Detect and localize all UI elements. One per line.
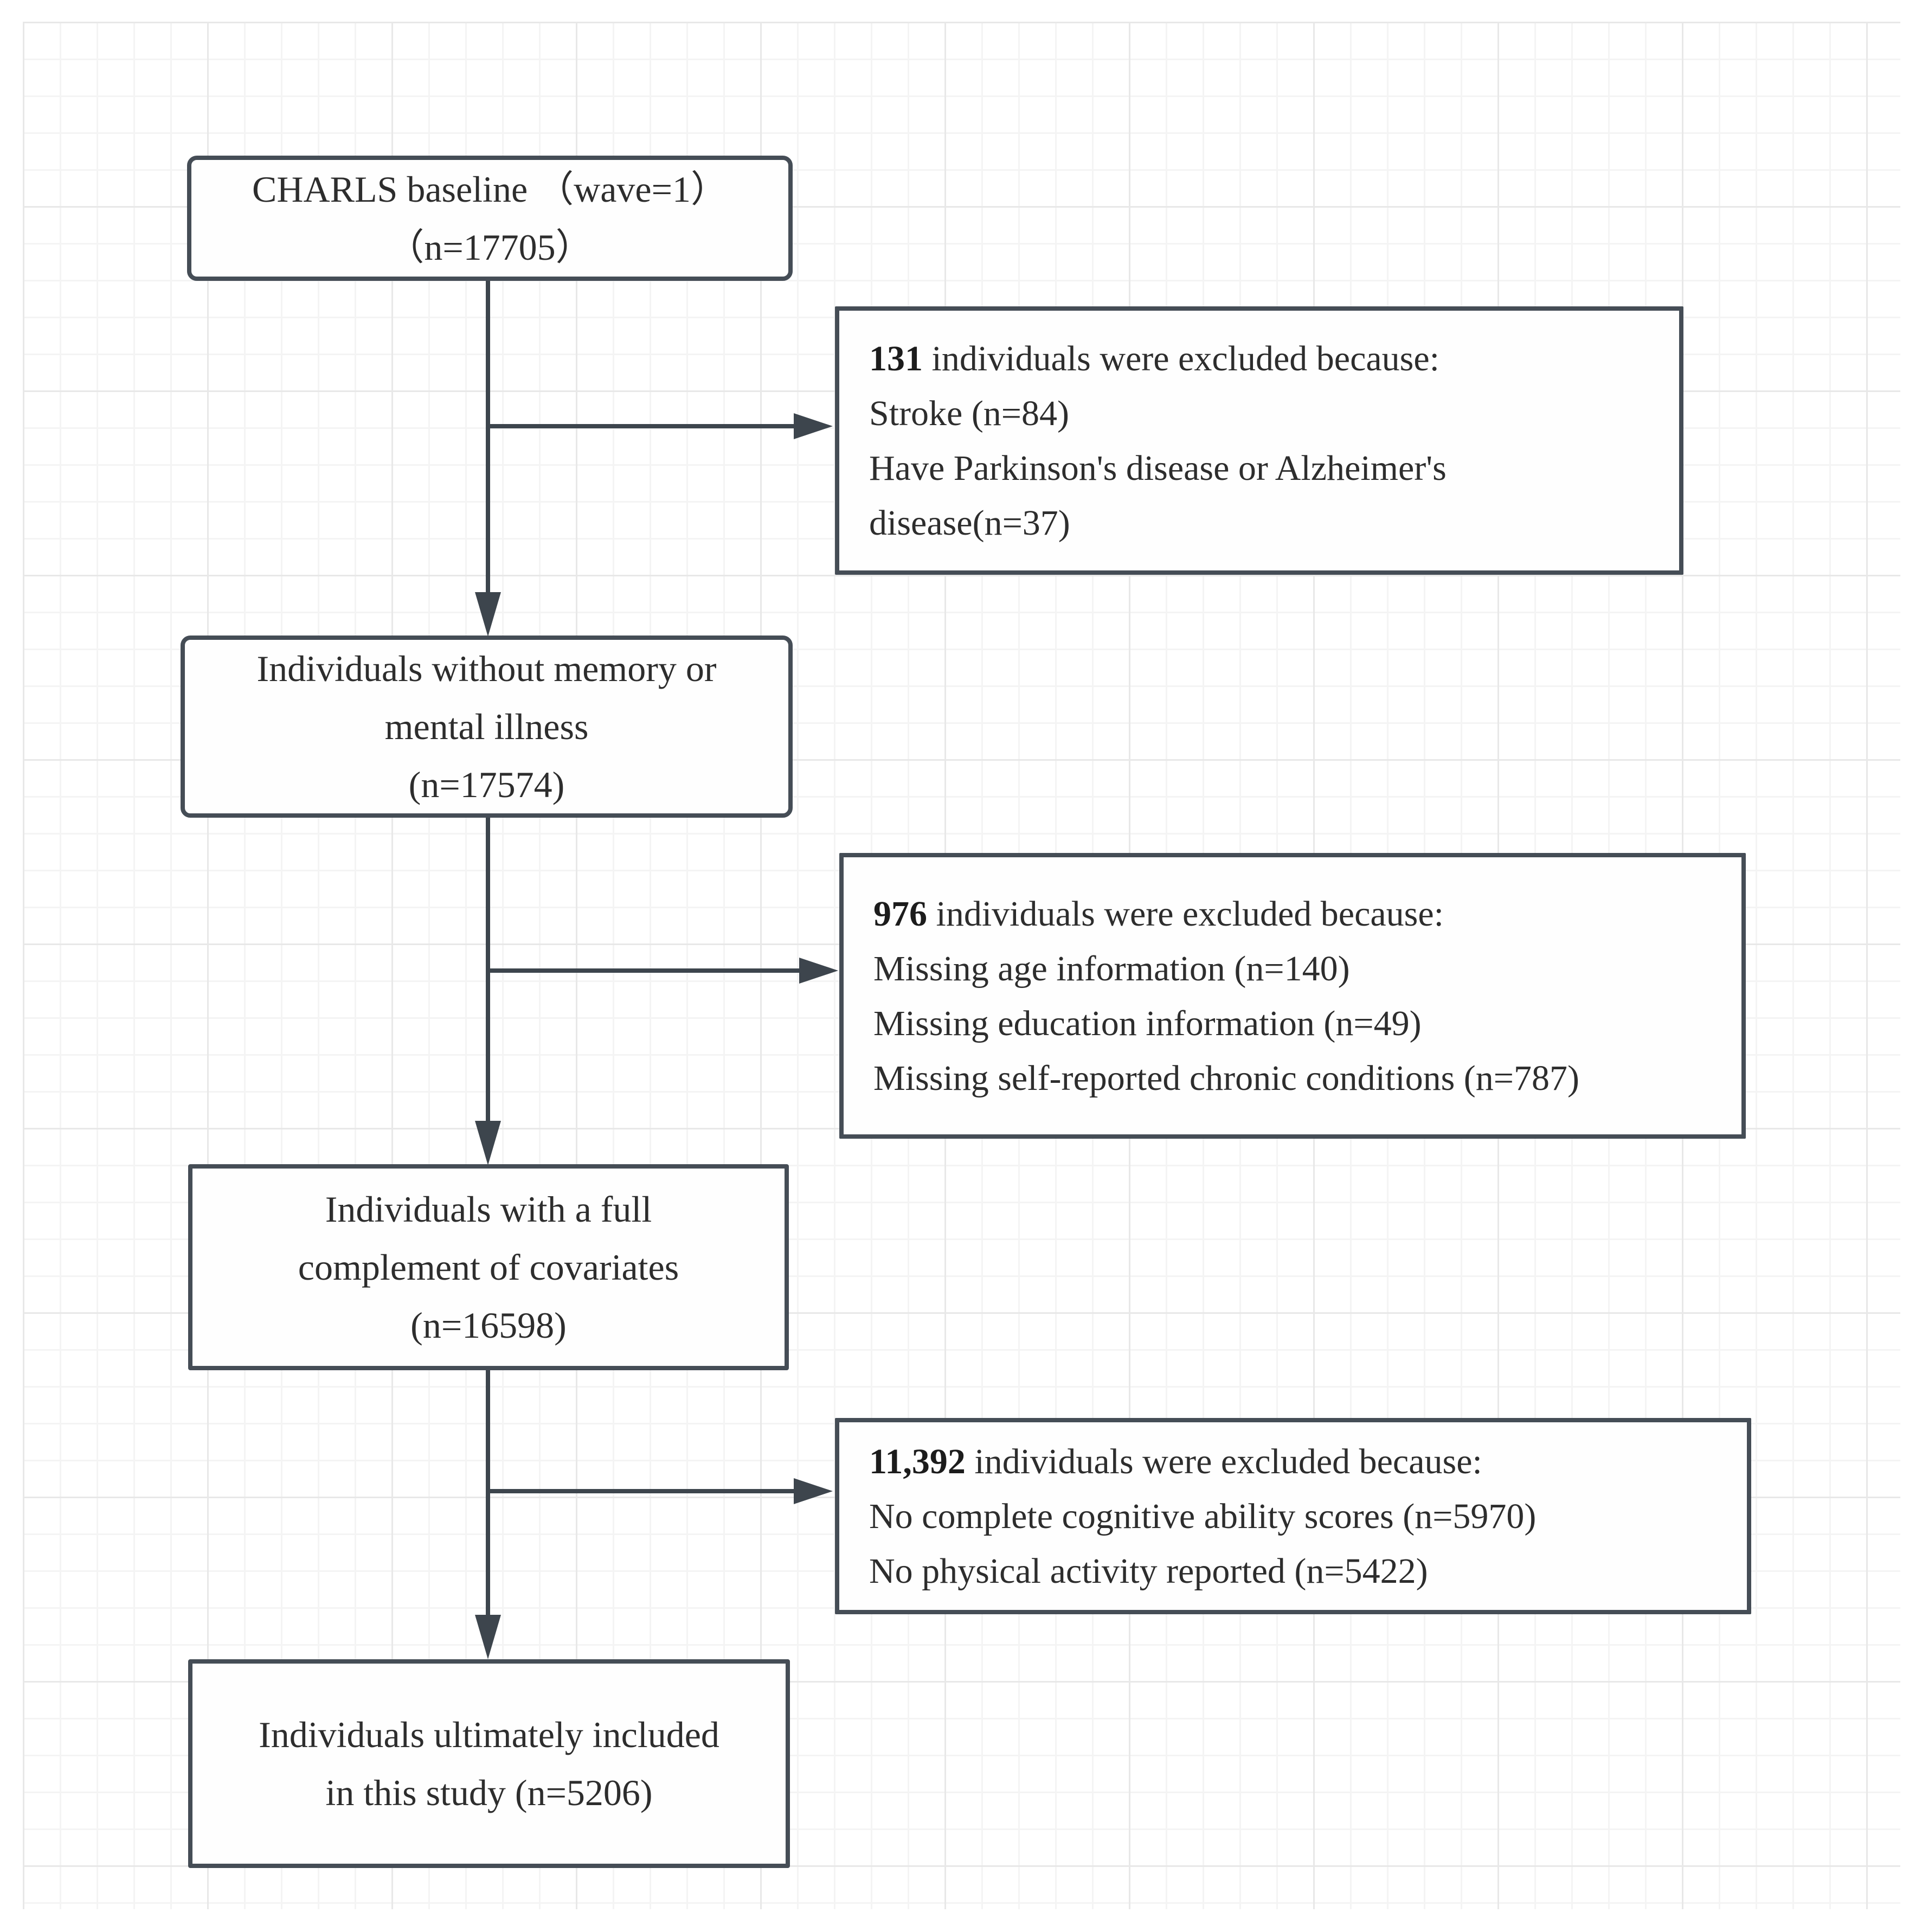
box-text-line: Individuals without memory or — [256, 647, 717, 689]
exclusion-box-1: 131 individuals were excluded because: S… — [835, 306, 1683, 575]
arrowhead-down-icon — [475, 1615, 501, 1659]
arrow-line — [488, 968, 800, 973]
exclusion-item: Missing self-reported chronic conditions… — [873, 1058, 1579, 1098]
box-text-line: in this study (n=5206) — [325, 1771, 653, 1813]
exclusion-item: Stroke (n=84) — [869, 393, 1069, 433]
box-text-line: CHARLS baseline （wave=1） — [252, 168, 728, 210]
exclusion-item: Missing education information (n=49) — [873, 1003, 1422, 1043]
box-text-line: (n=16598) — [410, 1304, 567, 1346]
exclusion-count: 976 — [873, 894, 927, 934]
exclusion-count: 131 — [869, 338, 923, 378]
exclusion-item: No complete cognitive ability scores (n=… — [869, 1496, 1537, 1536]
exclusion-box-3: 11,392 individuals were excluded because… — [835, 1418, 1751, 1614]
flow-box-no-memory-mental-illness: Individuals without memory or mental ill… — [181, 636, 793, 818]
arrowhead-right-icon — [799, 958, 838, 984]
arrowhead-right-icon — [794, 413, 833, 439]
box-text-line: Individuals ultimately included — [259, 1713, 719, 1755]
flow-box-full-covariates: Individuals with a full complement of co… — [188, 1164, 789, 1370]
box-text-line: complement of covariates — [298, 1246, 679, 1288]
arrowhead-down-icon — [475, 1121, 501, 1165]
arrow-line — [488, 1489, 795, 1493]
arrow-line — [486, 281, 490, 594]
box-text-line: Individuals with a full — [325, 1188, 652, 1230]
arrowhead-down-icon — [475, 592, 501, 637]
arrow-line — [488, 424, 795, 428]
exclusion-item: disease(n=37) — [869, 503, 1070, 543]
arrowhead-right-icon — [794, 1478, 833, 1504]
exclusion-count: 11,392 — [869, 1441, 966, 1481]
exclusion-item: No physical activity reported (n=5422) — [869, 1551, 1428, 1591]
box-text-line: （n=17705） — [387, 226, 593, 268]
box-text-line: (n=17574) — [408, 763, 565, 805]
exclusion-heading: 11,392 individuals were excluded because… — [869, 1441, 1482, 1481]
flow-box-baseline: CHARLS baseline （wave=1） （n=17705） — [187, 156, 793, 281]
box-text-line: mental illness — [384, 705, 589, 747]
exclusion-heading: 976 individuals were excluded because: — [873, 894, 1444, 934]
exclusion-heading: 131 individuals were excluded because: — [869, 338, 1439, 378]
exclusion-item: Have Parkinson's disease or Alzheimer's — [869, 448, 1447, 488]
exclusion-box-2: 976 individuals were excluded because: M… — [839, 853, 1746, 1139]
exclusion-item: Missing age information (n=140) — [873, 948, 1350, 989]
flow-box-final-included: Individuals ultimately included in this … — [188, 1659, 790, 1868]
